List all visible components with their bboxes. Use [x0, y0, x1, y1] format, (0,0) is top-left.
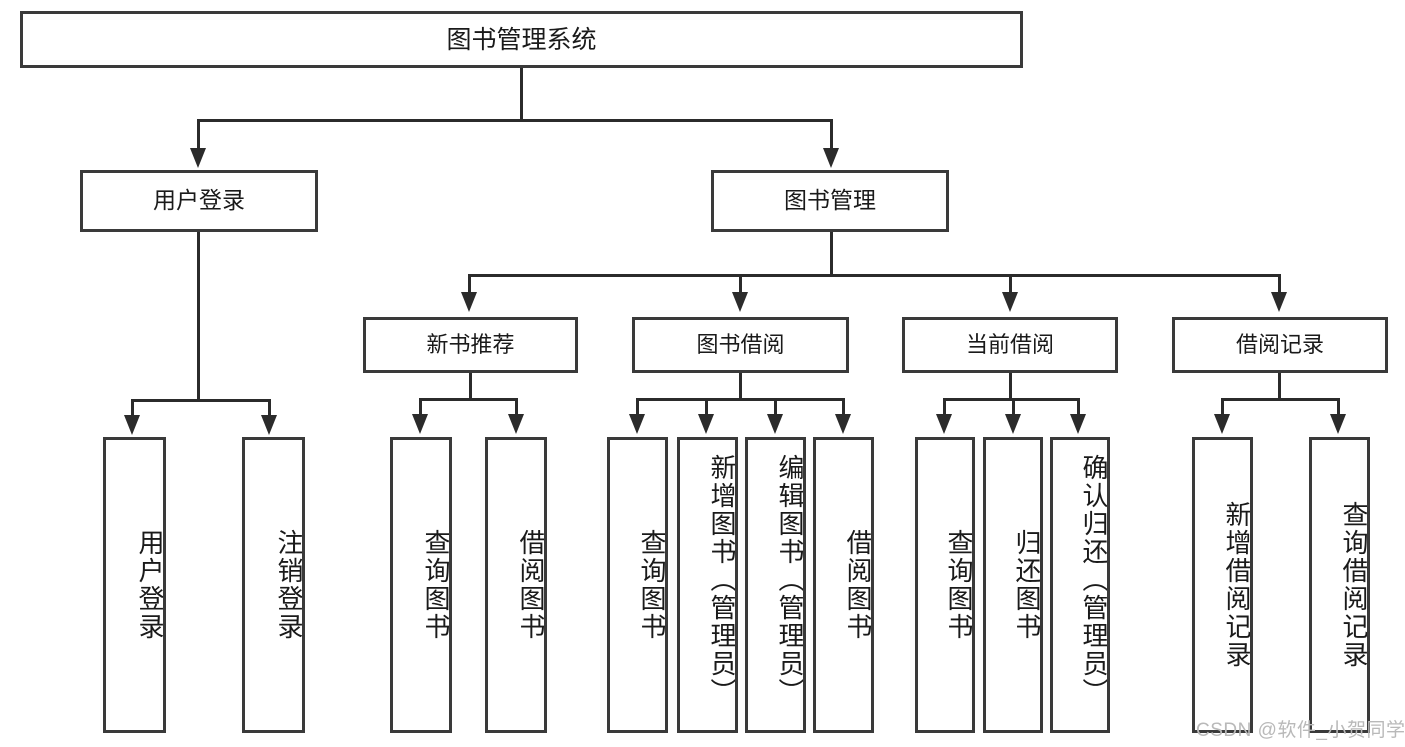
node-label: 借阅记录	[1235, 331, 1324, 357]
node-label: 图书管理系统	[446, 25, 597, 54]
arrowhead-borrowrecord-leaf-2	[1330, 414, 1346, 434]
leaf-label: 查询图书	[637, 529, 667, 641]
node-user-login[interactable]: 用户登录	[80, 170, 318, 232]
leaf-user-login[interactable]: 用户登录	[103, 437, 166, 733]
connector-currentborrow-to-leaf-2	[1012, 398, 1015, 416]
leaf-query-book-newbook[interactable]: 查询图书	[390, 437, 452, 733]
leaf-return-book[interactable]: 归还图书	[983, 437, 1043, 733]
connector-bookborrow-stem	[739, 373, 742, 400]
connector-newbook-to-leaf-1	[419, 398, 422, 416]
connector-newbook-to-leaf-2	[515, 398, 518, 416]
node-new-book-recommend[interactable]: 新书推荐	[363, 317, 578, 373]
leaf-label: 确认归还（管理员）	[1079, 454, 1109, 706]
leaf-logout[interactable]: 注销登录	[242, 437, 305, 733]
arrowhead-currentborrow-leaf-1	[936, 414, 952, 434]
connector-currentborrow-to-leaf-3	[1077, 398, 1080, 416]
leaf-add-book-admin[interactable]: 新增图书（管理员）	[677, 437, 738, 733]
arrowhead-current-borrow	[1002, 292, 1018, 312]
leaf-label: 借阅图书	[516, 529, 546, 641]
arrowhead-bookborrow-leaf-3	[767, 414, 783, 434]
node-label: 用户登录	[153, 187, 245, 214]
connector-newbook-stem	[469, 373, 472, 400]
connector-currentborrow-bus	[943, 398, 1080, 401]
arrowhead-bookborrow-leaf-2	[698, 414, 714, 434]
connector-bm-to-borrow-record	[1278, 274, 1281, 296]
connector-root-to-user-login	[197, 119, 200, 150]
leaf-borrow-book[interactable]: 借阅图书	[813, 437, 874, 733]
leaf-label: 用户登录	[135, 529, 165, 641]
connector-user-login-to-leaf-1	[131, 399, 134, 419]
leaf-borrow-book-newbook[interactable]: 借阅图书	[485, 437, 547, 733]
arrowhead-book-borrow	[732, 292, 748, 312]
leaf-label: 查询图书	[944, 529, 974, 641]
connector-bm-to-new-book	[468, 274, 471, 296]
connector-bm-to-book-borrow	[739, 274, 742, 296]
connector-borrowrecord-bus	[1221, 398, 1340, 401]
connector-bookborrow-bus	[636, 398, 844, 401]
arrowhead-borrowrecord-leaf-1	[1214, 414, 1230, 434]
connector-book-management-stem	[830, 232, 833, 276]
leaf-label: 新增图书（管理员）	[707, 454, 737, 706]
connector-root-bus	[197, 119, 833, 122]
node-book-management[interactable]: 图书管理	[711, 170, 949, 232]
leaf-query-borrow-record[interactable]: 查询借阅记录	[1309, 437, 1370, 733]
node-book-borrow[interactable]: 图书借阅	[632, 317, 849, 373]
connector-book-management-bus	[468, 274, 1281, 277]
arrowhead-new-book-recommend	[461, 292, 477, 312]
node-current-borrow[interactable]: 当前借阅	[902, 317, 1118, 373]
connector-currentborrow-to-leaf-1	[943, 398, 946, 416]
arrowhead-newbook-leaf-1	[412, 414, 428, 434]
arrowhead-newbook-leaf-2	[508, 414, 524, 434]
leaf-add-borrow-record[interactable]: 新增借阅记录	[1192, 437, 1253, 733]
leaf-label: 查询借阅记录	[1339, 501, 1369, 669]
connector-borrowrecord-to-leaf-2	[1337, 398, 1340, 416]
arrowhead-bookborrow-leaf-4	[835, 414, 851, 434]
leaf-query-book-borrow[interactable]: 查询图书	[607, 437, 668, 733]
leaf-label: 新增借阅记录	[1222, 501, 1252, 669]
arrowhead-borrow-record	[1271, 292, 1287, 312]
arrowhead-currentborrow-leaf-3	[1070, 414, 1086, 434]
arrowhead-leaf-user-login	[124, 415, 140, 435]
arrowhead-book-management	[823, 148, 839, 168]
connector-newbook-bus	[419, 398, 518, 401]
node-label: 图书管理	[784, 187, 876, 214]
connector-bookborrow-to-leaf-2	[705, 398, 708, 416]
leaf-query-book-current[interactable]: 查询图书	[915, 437, 975, 733]
leaf-label: 注销登录	[274, 529, 304, 641]
node-borrow-record[interactable]: 借阅记录	[1172, 317, 1388, 373]
leaf-label: 借阅图书	[843, 529, 873, 641]
leaf-label: 归还图书	[1012, 529, 1042, 641]
arrowhead-bookborrow-leaf-1	[629, 414, 645, 434]
connector-bookborrow-to-leaf-1	[636, 398, 639, 416]
leaf-confirm-return-admin[interactable]: 确认归还（管理员）	[1050, 437, 1110, 733]
arrowhead-leaf-logout	[261, 415, 277, 435]
arrowhead-currentborrow-leaf-2	[1005, 414, 1021, 434]
connector-currentborrow-stem	[1009, 373, 1012, 400]
connector-user-login-to-leaf-2	[268, 399, 271, 419]
node-label: 图书借阅	[696, 331, 785, 357]
connector-bookborrow-to-leaf-3	[774, 398, 777, 416]
connector-root-to-book-management	[830, 119, 833, 150]
leaf-label: 编辑图书（管理员）	[775, 454, 805, 706]
connector-borrowrecord-to-leaf-1	[1221, 398, 1224, 416]
connector-root-stem	[520, 68, 523, 119]
connector-user-login-bus	[131, 399, 268, 402]
node-root-book-management-system[interactable]: 图书管理系统	[20, 11, 1023, 68]
connector-user-login-stem	[197, 232, 200, 402]
leaf-edit-book-admin[interactable]: 编辑图书（管理员）	[745, 437, 806, 733]
connector-bm-to-current-borrow	[1009, 274, 1012, 296]
connector-borrowrecord-stem	[1278, 373, 1281, 400]
leaf-label: 查询图书	[421, 529, 451, 641]
connector-bookborrow-to-leaf-4	[842, 398, 845, 416]
node-label: 新书推荐	[426, 331, 515, 357]
arrowhead-user-login	[190, 148, 206, 168]
node-label: 当前借阅	[965, 331, 1054, 357]
